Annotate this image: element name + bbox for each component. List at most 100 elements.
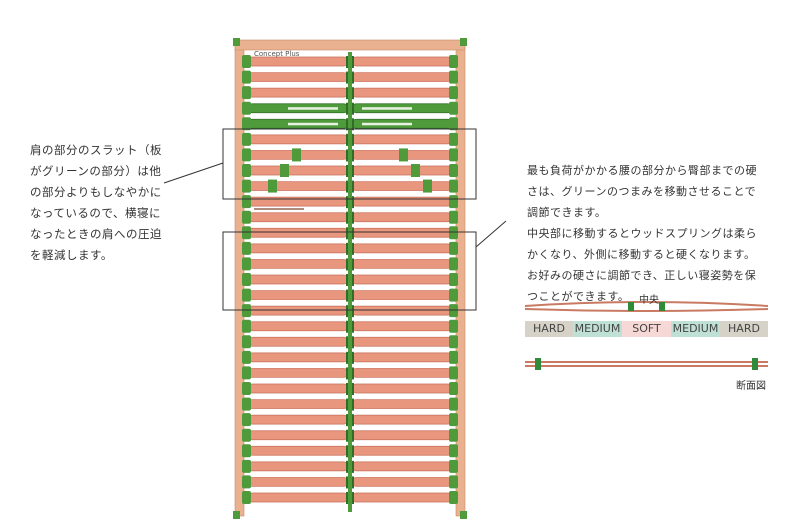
slat (352, 430, 452, 441)
slat-end-cap (242, 273, 251, 286)
lumbar-callout-line (475, 220, 507, 248)
slat (352, 321, 452, 332)
slat-end-cap (449, 413, 458, 427)
note-line: つことができます。 (527, 290, 630, 303)
note-line: お好みの硬さに調節でき、正しい寝姿勢を保 (527, 269, 757, 282)
slat (248, 134, 348, 145)
slat (248, 227, 348, 238)
slat-end-cap (242, 55, 251, 68)
slat (248, 181, 348, 191)
slat-end-cap (449, 70, 458, 84)
firmness-slider (268, 179, 277, 193)
firmness-segment-medium-left: MEDIUM (573, 321, 622, 337)
slat (352, 492, 452, 503)
slat-end-cap (449, 241, 458, 255)
slat-end-cap (242, 350, 251, 364)
slat (352, 134, 452, 145)
slat (352, 336, 452, 347)
slat-end-cap (242, 366, 251, 380)
slat (352, 399, 452, 409)
corner-cap (233, 38, 240, 46)
slat-end-cap (242, 226, 251, 240)
slat (352, 227, 452, 238)
slat-end-cap (449, 288, 458, 302)
slat-end-cap (242, 382, 251, 395)
slat-end-cap (242, 491, 251, 504)
center-label: 中央 (639, 295, 659, 306)
slat-end-cap (242, 195, 251, 209)
slat (248, 414, 348, 425)
slat-end-cap (242, 428, 251, 442)
slat (352, 445, 452, 456)
slat (248, 87, 348, 98)
slat-end-cap (449, 350, 458, 364)
slat-end-cap (242, 413, 251, 427)
slat-slot (362, 122, 412, 126)
slat-end-cap (449, 164, 458, 177)
slat-end-cap (242, 257, 251, 271)
firmness-segment-soft: SOFT (622, 321, 671, 337)
slat (248, 72, 348, 82)
slat-end-cap (449, 117, 458, 131)
slat-end-cap (242, 210, 251, 224)
slat (352, 461, 452, 472)
slat (352, 87, 452, 98)
slat (248, 461, 348, 472)
slat-end-cap (242, 164, 251, 177)
slat (248, 196, 348, 207)
shoulder-callout-box (222, 128, 477, 200)
slat-end-cap (242, 335, 251, 349)
corner-cap (233, 511, 240, 519)
slat (248, 492, 348, 503)
shoulder-callout-line (163, 162, 224, 184)
firmness-segment-hard-left: HARD (525, 321, 573, 337)
firmness-slider (280, 164, 289, 177)
slat-end-cap (449, 335, 458, 349)
slat-end-cap (242, 304, 251, 318)
firmness-segment-hard-right: HARD (720, 321, 768, 337)
slat-end-cap (242, 241, 251, 255)
slat-end-cap (449, 475, 458, 489)
corner-cap (460, 38, 467, 46)
center-spine (348, 52, 352, 512)
slat-end-cap (449, 257, 458, 271)
slat (248, 368, 348, 378)
marker-strip (254, 208, 304, 210)
slat-end-cap (242, 70, 251, 84)
slat-end-cap (242, 459, 251, 473)
note-line: がグリーンの部分）は他 (30, 164, 162, 178)
slat-end-cap (449, 273, 458, 286)
slat-end-cap (449, 86, 458, 100)
slat (248, 56, 348, 67)
slat (352, 414, 452, 425)
slat-end-cap (242, 319, 251, 333)
slat (248, 430, 348, 441)
firmness-slider (399, 148, 408, 162)
slat (248, 274, 348, 285)
slat (248, 290, 348, 300)
slat-end-cap (449, 459, 458, 473)
slat-end-cap (242, 86, 251, 100)
slat (248, 399, 348, 409)
slat-end-cap (449, 382, 458, 395)
slat (248, 336, 348, 347)
slat (248, 212, 348, 223)
slat-end-cap (449, 132, 458, 146)
slat (352, 383, 452, 394)
slat-end-cap (449, 444, 458, 458)
brand-label: Concept Plus (254, 50, 300, 58)
slat-slot (362, 107, 412, 110)
note-line: 最も負荷がかかる腰の部分から臀部までの硬 (527, 164, 757, 177)
slat (352, 352, 452, 363)
slat-end-cap (449, 397, 458, 411)
slat (352, 243, 452, 254)
slat (352, 196, 452, 207)
slat-end-cap (242, 397, 251, 411)
slat-end-cap (449, 491, 458, 504)
slat-end-cap (242, 148, 251, 162)
slat-end-cap (449, 366, 458, 380)
slat (248, 477, 348, 487)
slat (248, 305, 348, 316)
note-line: 肩の部分のスラット（板 (30, 143, 162, 157)
